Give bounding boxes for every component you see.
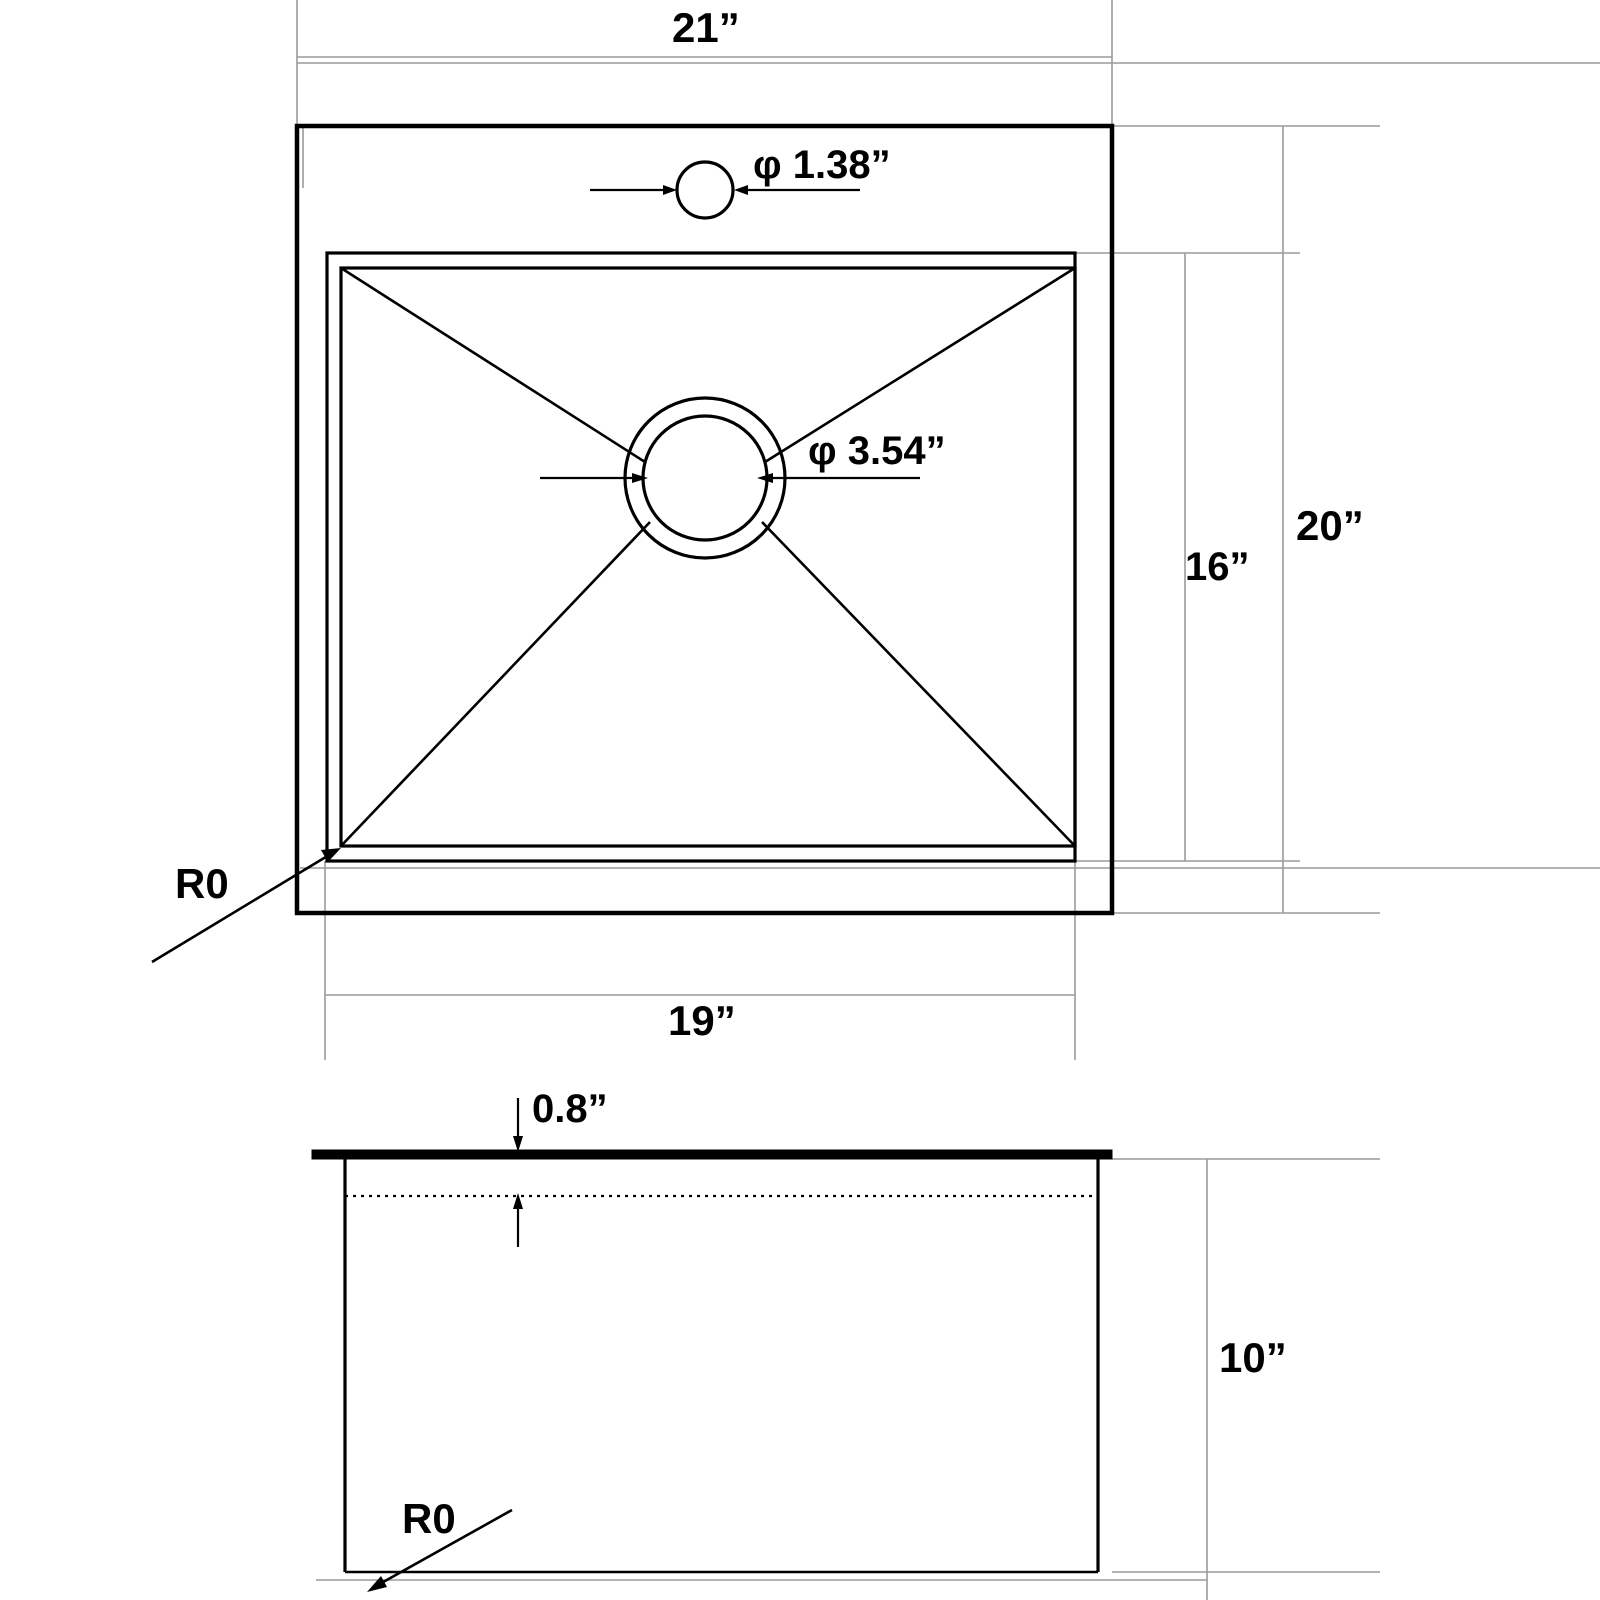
radius-label-section: R0 [402, 1495, 456, 1542]
section-rim-slab [311, 1149, 1113, 1160]
basin-depth-label: 16” [1185, 545, 1250, 589]
overall-depth-label: 20” [1296, 502, 1364, 549]
top-view-radius-callout: R0 [151, 848, 341, 964]
sink-outer-rim [294, 123, 1115, 916]
top-view-extension-lines [296, 0, 1600, 1060]
faucet-hole-circle [675, 160, 735, 220]
faucet-hole-group: φ 1.38” [590, 143, 891, 220]
bowl-slope-bottom-right [761, 521, 1076, 847]
rim-thickness-dimension: 0.8” [513, 1087, 608, 1247]
bowl-slope-top-right [764, 266, 1076, 464]
basin-inner-bowl [339, 266, 1077, 848]
drain-hole-group: φ 3.54” [540, 396, 946, 560]
section-height-label: 10” [1219, 1334, 1287, 1381]
section-view-geometry [311, 1149, 1113, 1574]
section-view-extension-lines [316, 1158, 1380, 1600]
faucet-diameter-label: φ 1.38” [753, 143, 891, 187]
top-view-geometry [294, 123, 1115, 916]
radius-label-top: R0 [175, 860, 229, 907]
drain-diameter-label: φ 3.54” [808, 429, 946, 473]
drain-inner-circle [641, 414, 769, 542]
bowl-slope-bottom-left [340, 521, 651, 847]
rim-thickness-label: 0.8” [532, 1087, 608, 1131]
overall-width-label: 21” [672, 4, 740, 51]
bowl-slope-top-left [340, 266, 646, 464]
basin-width-label: 19” [668, 997, 736, 1044]
section-radius-callout: R0 [367, 1495, 513, 1592]
